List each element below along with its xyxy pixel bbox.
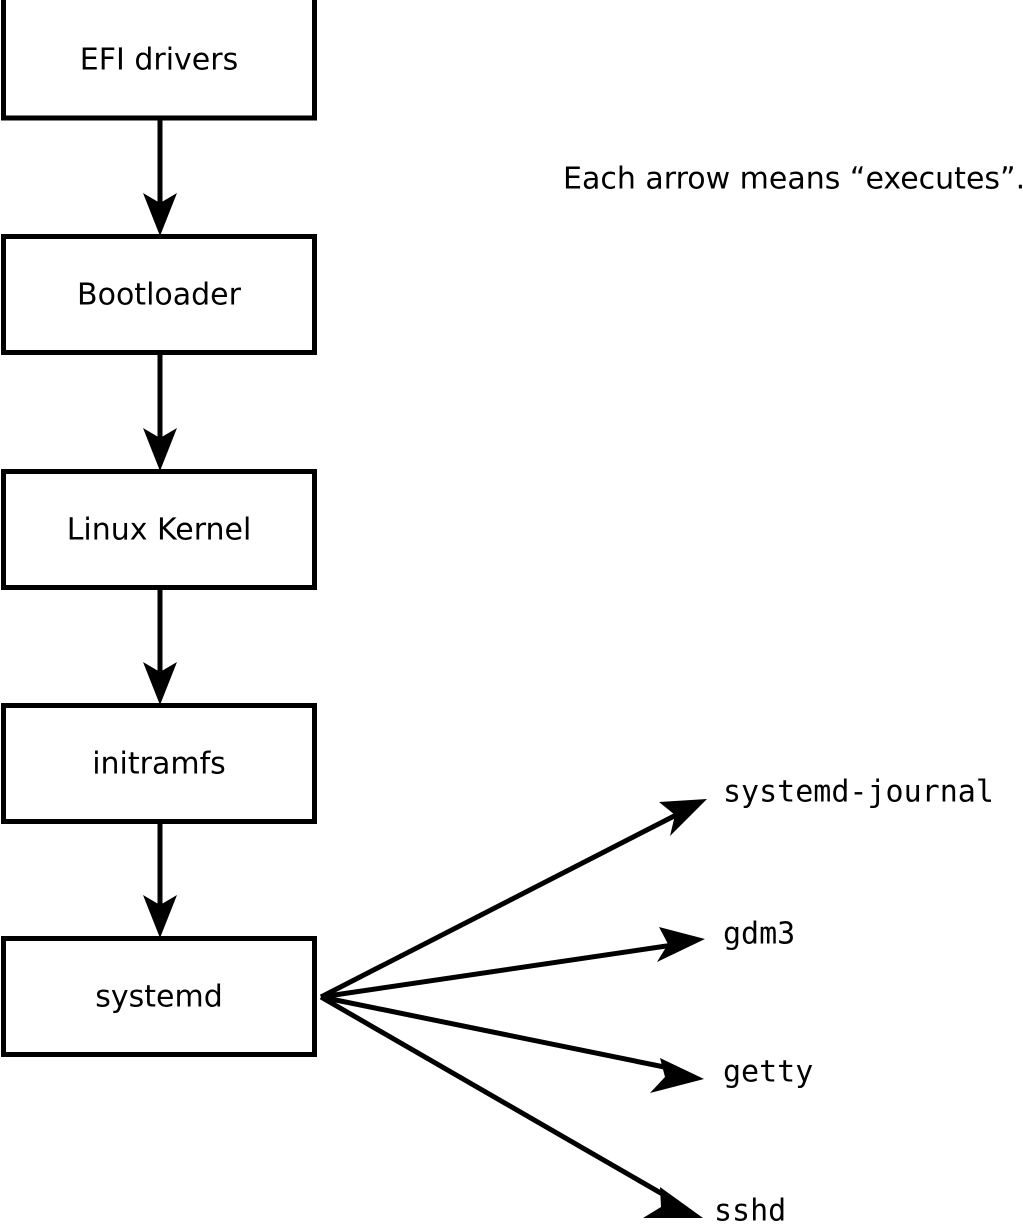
- node-systemd-label: systemd: [95, 980, 223, 1015]
- arrow-systemd-to-systemd-journal: [319, 799, 707, 1000]
- arrow-head-icon: [659, 799, 707, 836]
- arrow-shaft: [320, 941, 681, 1000]
- arrow-head-down-icon: [143, 193, 177, 236]
- node-linux-kernel-label: Linux Kernel: [67, 513, 252, 548]
- arrow-head-down-icon: [143, 895, 177, 938]
- arrow-head-icon: [643, 1187, 703, 1218]
- node-initramfs[interactable]: initramfs: [1, 703, 317, 824]
- service-label-systemd-journal[interactable]: systemd-journal: [723, 775, 994, 810]
- service-label-gdm3[interactable]: gdm3: [723, 917, 795, 952]
- node-linux-kernel-rect: [1, 469, 317, 590]
- arrow-shaft: [320, 994, 680, 1073]
- node-systemd[interactable]: systemd: [1, 936, 317, 1057]
- arrow-systemd-to-getty: [320, 994, 704, 1093]
- arrow-systemd-to-gdm3: [320, 927, 705, 1000]
- diagram-caption: Each arrow means “executes”.: [563, 162, 1023, 197]
- node-linux-kernel[interactable]: Linux Kernel: [1, 469, 317, 590]
- arrow-efi-drivers-to-bootloader: [143, 118, 177, 236]
- arrow-shaft: [319, 994, 680, 1206]
- node-initramfs-label: initramfs: [92, 747, 226, 782]
- arrow-bootloader-to-linux-kernel: [143, 353, 177, 471]
- node-bootloader-rect: [1, 234, 317, 355]
- arrow-systemd-to-sshd: [319, 994, 703, 1218]
- node-efi-drivers-rect: [1, 0, 317, 121]
- node-efi-drivers-label: EFI drivers: [80, 43, 238, 78]
- node-bootloader-label: Bootloader: [77, 278, 242, 313]
- arrow-head-down-icon: [143, 428, 177, 471]
- node-bootloader[interactable]: Bootloader: [1, 234, 317, 355]
- arrow-head-down-icon: [143, 662, 177, 705]
- node-systemd-rect: [1, 936, 317, 1057]
- arrow-shaft: [319, 809, 684, 1000]
- arrow-head-icon: [650, 1058, 704, 1093]
- arrow-linux-kernel-to-initramfs: [143, 588, 177, 705]
- service-label-getty[interactable]: getty: [723, 1055, 813, 1090]
- arrow-head-icon: [657, 927, 705, 962]
- node-initramfs-rect: [1, 703, 317, 824]
- node-efi-drivers[interactable]: EFI drivers: [1, 0, 317, 121]
- service-label-sshd[interactable]: sshd: [714, 1194, 786, 1229]
- arrow-initramfs-to-systemd: [143, 822, 177, 938]
